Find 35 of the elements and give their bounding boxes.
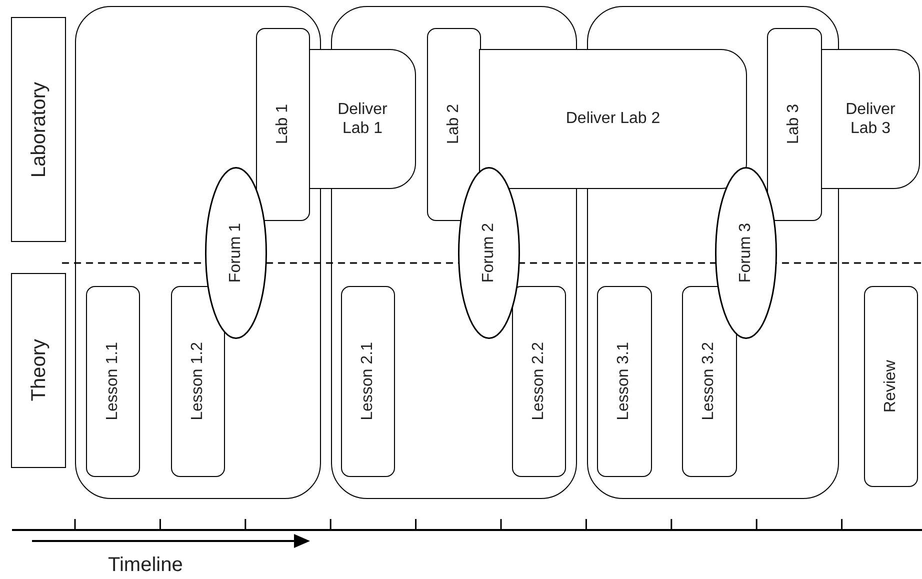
axis-label: Timeline <box>108 554 183 577</box>
lesson-box <box>682 286 736 476</box>
lesson-box <box>512 286 566 476</box>
review-box <box>864 286 918 487</box>
node-label: Forum 1 <box>226 222 245 282</box>
row-header <box>11 273 66 468</box>
lab-box <box>426 28 480 220</box>
module-panel <box>75 6 321 499</box>
node-label: Lesson 2.1 <box>358 342 377 420</box>
node-label: Laboratory <box>26 82 50 178</box>
node-label: Theory <box>26 339 50 402</box>
node-label: Review <box>881 360 900 413</box>
lab-box <box>766 28 822 220</box>
lesson-box <box>170 286 224 476</box>
node-label: Lab 3 <box>784 104 804 144</box>
node-label: Lesson 3.2 <box>699 342 718 420</box>
deliver-box <box>309 49 416 189</box>
node-label: Deliver Lab 1 <box>336 100 388 138</box>
node-label: Deliver Lab 3 <box>844 100 896 138</box>
node-label: Lesson 1.1 <box>102 342 122 420</box>
lab-box <box>256 28 310 220</box>
lesson-box <box>86 286 140 476</box>
deliver-box <box>479 49 747 189</box>
node-label: Lab 2 <box>444 104 463 144</box>
row-header <box>11 17 66 242</box>
node-label: Lab 1 <box>272 104 292 144</box>
node-label: Forum 2 <box>478 222 498 282</box>
node-label: Lesson 3.1 <box>614 342 634 420</box>
node-label: Deliver Lab 2 <box>566 109 660 129</box>
deliver-box <box>821 49 920 189</box>
node-label: Lesson 2.2 <box>528 342 548 420</box>
lesson-box <box>340 286 394 476</box>
lesson-box <box>596 286 652 476</box>
node-label: Lesson 1.2 <box>188 342 207 420</box>
node-label: Forum 3 <box>736 222 755 282</box>
